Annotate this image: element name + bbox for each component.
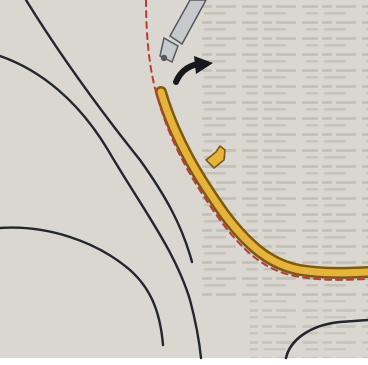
tool-point [161, 55, 167, 61]
show-through-print-lower [250, 300, 368, 358]
bottom-margin [0, 358, 368, 365]
